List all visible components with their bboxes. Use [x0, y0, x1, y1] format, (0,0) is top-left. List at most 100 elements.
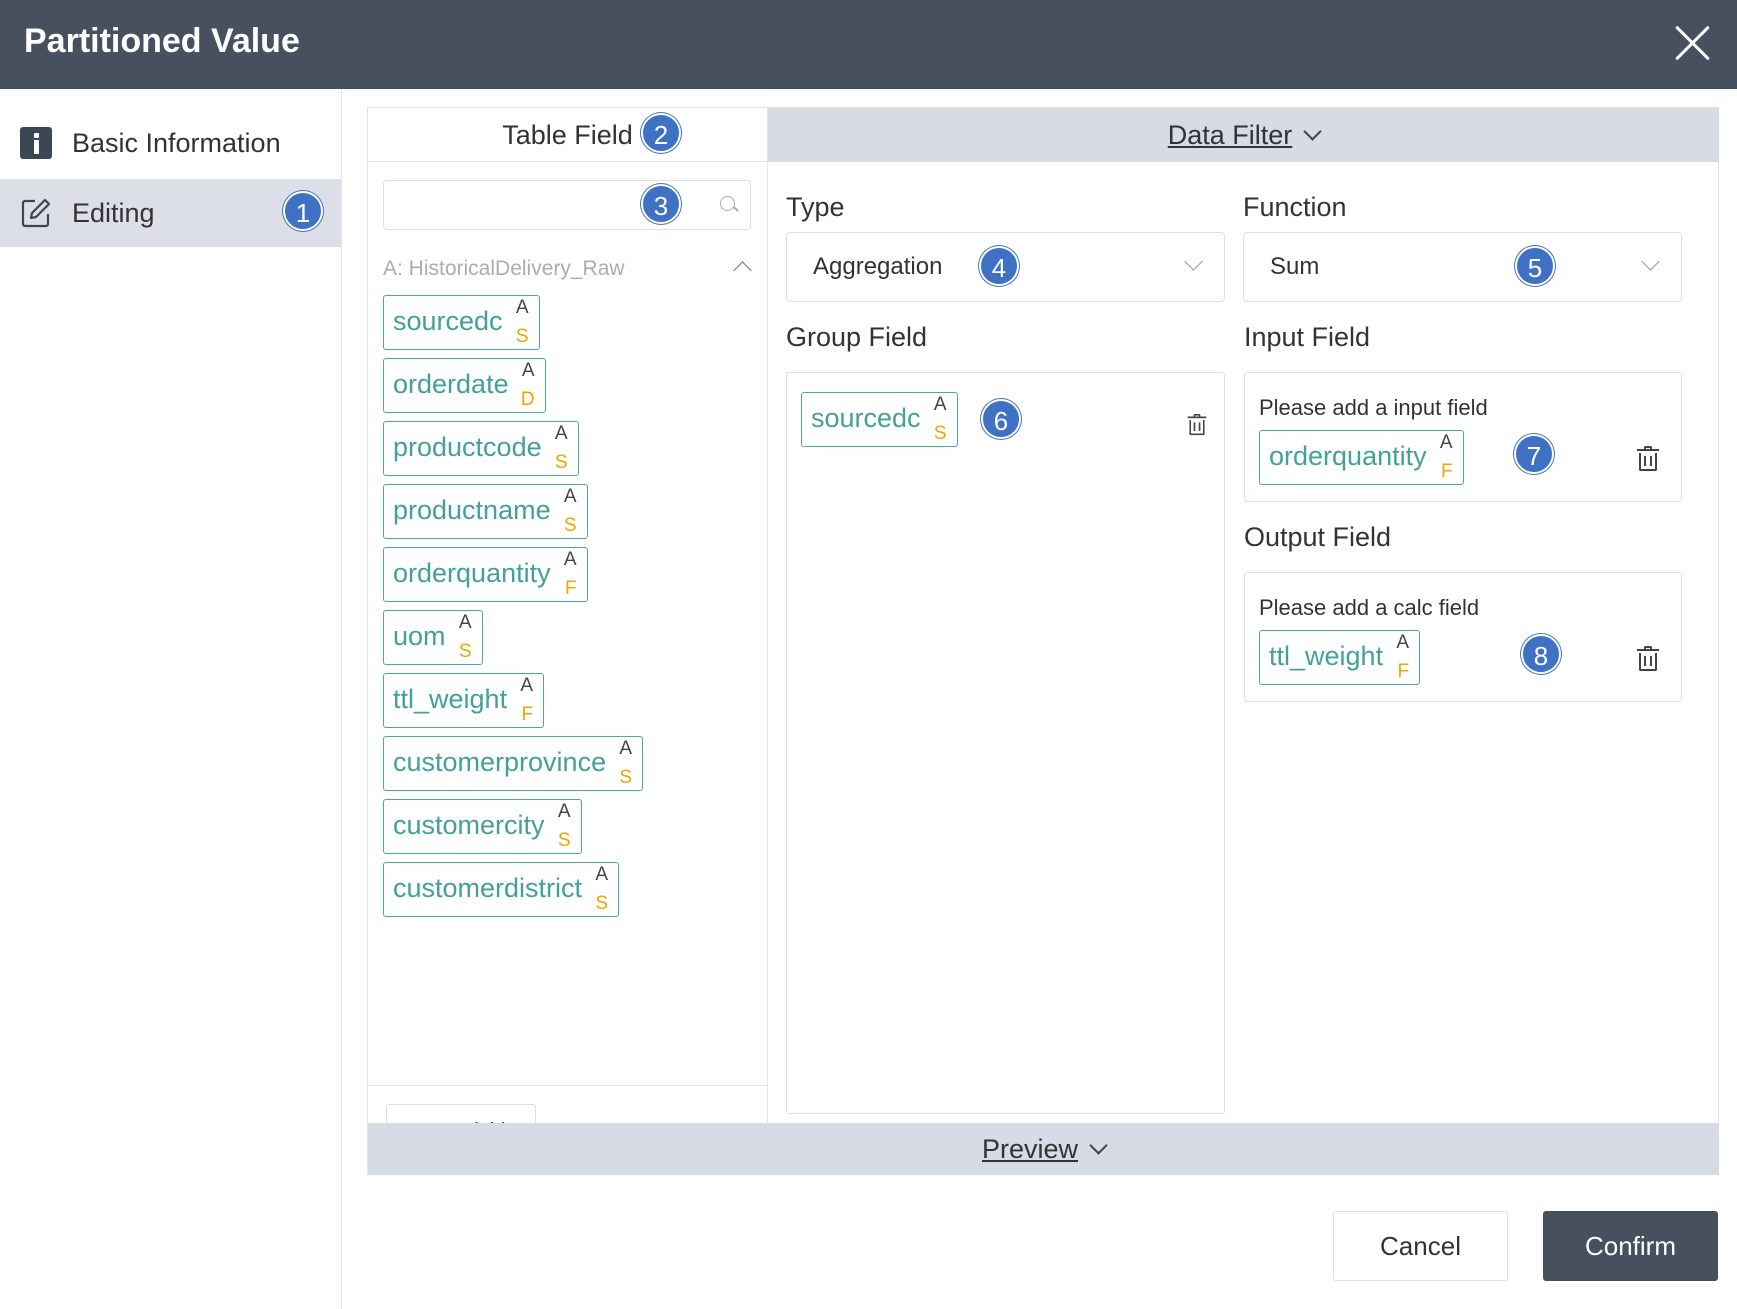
field-type: S: [458, 641, 472, 662]
step-badge: 3: [641, 184, 681, 224]
field-type: D: [520, 389, 535, 410]
field-type: S: [563, 515, 577, 536]
field-name: ttl_weight: [1269, 641, 1384, 671]
table-field-title: Table Field: [502, 120, 633, 150]
field-search: 3: [383, 180, 751, 230]
function-select[interactable]: Sum 5: [1243, 232, 1682, 302]
field-type: F: [1441, 461, 1453, 482]
field-source: A: [521, 360, 535, 381]
sidebar-item-basic-information[interactable]: Basic Information: [0, 109, 341, 177]
field-name: sourcedc: [393, 306, 503, 336]
step-badge: 5: [1515, 246, 1555, 286]
field-name: customerprovince: [393, 747, 607, 777]
chevron-down-icon: [1089, 1136, 1108, 1155]
field-type: S: [595, 893, 609, 914]
chevron-up-icon[interactable]: [733, 261, 752, 280]
chevron-down-icon: [1303, 122, 1322, 141]
preview-label: Preview: [981, 1134, 1079, 1164]
field-type: S: [554, 452, 568, 473]
step-badge: 6: [981, 399, 1021, 439]
step-badge: 2: [641, 113, 681, 153]
info-icon: [20, 127, 52, 159]
field-source: A: [458, 612, 472, 633]
sidebar-item-label: Editing: [72, 198, 155, 228]
trash-icon[interactable]: [1637, 446, 1659, 471]
sidebar-item-editing[interactable]: Editing 1: [0, 179, 341, 247]
trash-icon[interactable]: [1637, 646, 1659, 671]
field-name: orderdate: [393, 369, 509, 399]
group-field-label: Group Field: [786, 322, 928, 352]
input-field-hint: Please add a input field: [1259, 395, 1488, 420]
field-type: S: [933, 423, 947, 444]
output-field-hint: Please add a calc field: [1259, 595, 1480, 620]
field-name: orderquantity: [393, 558, 551, 588]
field-name: productname: [393, 495, 551, 525]
type-value: Aggregation: [813, 253, 943, 280]
function-label: Function: [1243, 192, 1347, 222]
type-select[interactable]: Aggregation 4: [786, 232, 1225, 302]
step-badge: 1: [283, 191, 323, 231]
table-field-header: Table Field 2: [368, 108, 768, 162]
field-type: S: [619, 767, 633, 788]
field-name: customercity: [393, 810, 545, 840]
search-icon[interactable]: [720, 196, 738, 214]
step-badge: 4: [979, 246, 1019, 286]
confirm-button[interactable]: Confirm: [1543, 1211, 1718, 1281]
input-field-label: Input Field: [1244, 322, 1371, 352]
field-source: A: [563, 486, 577, 507]
data-filter-toggle[interactable]: Data Filter: [768, 108, 1719, 162]
field-type: F: [1397, 661, 1410, 682]
preview-toggle[interactable]: Preview: [368, 1123, 1719, 1175]
data-filter-label: Data Filter: [1167, 120, 1293, 150]
edit-icon: [20, 197, 52, 229]
output-field-label: Output Field: [1244, 522, 1392, 552]
step-badge: 7: [1514, 434, 1554, 474]
field-name: productcode: [393, 432, 542, 462]
function-value: Sum: [1270, 253, 1320, 280]
field-type: S: [515, 326, 529, 347]
field-type: F: [565, 578, 577, 599]
field-source: A: [1396, 632, 1410, 653]
sidebar-item-label: Basic Information: [72, 128, 281, 158]
close-icon[interactable]: [1669, 20, 1715, 66]
field-source: A: [1439, 432, 1453, 453]
table-group-title: A: HistoricalDelivery_Raw: [383, 257, 625, 280]
editor-panel: Table Field 2 Data Filter 3 A: Historica…: [367, 107, 1719, 1175]
field-name: sourcedc: [811, 403, 921, 433]
field-name: uom: [393, 621, 446, 651]
sidebar: Basic Information Editing 1: [0, 89, 342, 1309]
field-source: A: [595, 864, 609, 885]
field-type: F: [521, 704, 534, 725]
chevron-down-icon: [1184, 252, 1203, 271]
field-source: A: [515, 297, 529, 318]
field-name: ttl_weight: [393, 684, 508, 714]
field-name: orderquantity: [1269, 441, 1427, 471]
field-type: S: [557, 830, 571, 851]
field-source: A: [554, 423, 568, 444]
field-name: customerdistrict: [393, 873, 583, 903]
trash-icon[interactable]: [1187, 413, 1207, 436]
field-source: A: [933, 394, 947, 415]
type-label: Type: [786, 192, 845, 222]
chevron-down-icon: [1641, 252, 1660, 271]
cancel-button[interactable]: Cancel: [1333, 1211, 1508, 1281]
step-badge: 8: [1521, 634, 1561, 674]
